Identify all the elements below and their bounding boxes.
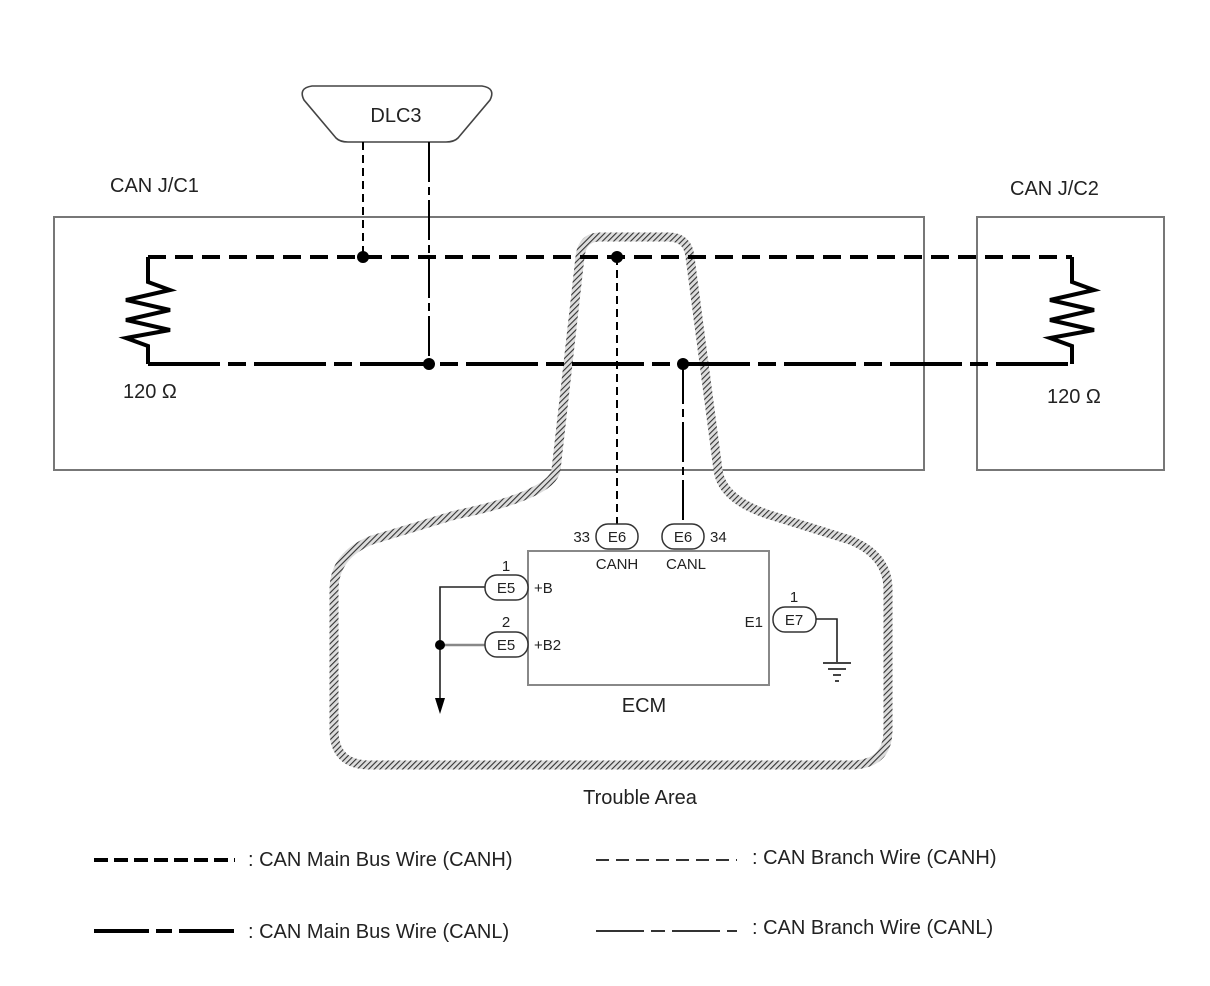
ecm-label: ECM <box>622 695 666 717</box>
connector-e7-ground: E7 1 E1 <box>745 589 817 633</box>
pin-34: 34 <box>710 529 727 546</box>
signal-canl: CANL <box>666 556 706 573</box>
svg-text:E7: E7 <box>785 612 803 629</box>
svg-text:E6: E6 <box>674 529 692 546</box>
ground-icon <box>823 662 851 682</box>
svg-text:: CAN Main Bus Wire (CANH): : CAN Main Bus Wire (CANH) <box>248 849 512 871</box>
legend-item-main-canl: : CAN Main Bus Wire (CANL) <box>94 921 509 943</box>
pin-2: 2 <box>502 614 510 631</box>
signal-b2: +B2 <box>534 637 561 654</box>
connector-e6-canh: E6 33 CANH <box>573 523 639 573</box>
junction-dot <box>435 640 445 650</box>
resistor-jc2 <box>1042 257 1102 364</box>
svg-text:: CAN Branch Wire (CANL): : CAN Branch Wire (CANL) <box>752 917 993 939</box>
pin-33: 33 <box>573 529 590 546</box>
signal-e1: E1 <box>745 614 763 631</box>
svg-text:: CAN Branch Wire (CANH): : CAN Branch Wire (CANH) <box>752 847 996 869</box>
junction-dot <box>423 358 435 370</box>
power-wiring <box>439 586 485 706</box>
svg-text:E5: E5 <box>497 637 515 654</box>
connector-e5-b: E5 1 +B <box>484 558 553 601</box>
junction-dot <box>357 251 369 263</box>
legend-item-branch-canh: : CAN Branch Wire (CANH) <box>596 847 996 869</box>
can-jc1-label: CAN J/C1 <box>110 175 199 197</box>
connector-e5-b2: E5 2 +B2 <box>484 614 561 658</box>
can-jc2-label: CAN J/C2 <box>1010 178 1099 200</box>
resistor-jc1-value: 120 Ω <box>123 381 177 403</box>
svg-text:E6: E6 <box>608 529 626 546</box>
legend-item-main-canh: : CAN Main Bus Wire (CANH) <box>94 849 512 871</box>
junction-dot <box>611 251 623 263</box>
legend: : CAN Main Bus Wire (CANH) : CAN Main Bu… <box>94 847 996 943</box>
trouble-area-label: Trouble Area <box>583 787 698 809</box>
ground-wire <box>816 618 838 662</box>
junction-dot <box>677 358 689 370</box>
trouble-area-outline <box>329 232 893 770</box>
resistor-jc1 <box>118 257 178 364</box>
can-jc1-box <box>53 216 925 471</box>
dlc3-connector: DLC3 <box>301 85 493 143</box>
pin-1: 1 <box>502 558 510 575</box>
dlc3-label: DLC3 <box>370 105 421 127</box>
signal-canh: CANH <box>596 556 639 573</box>
arrow-down-icon <box>435 698 445 714</box>
svg-text:: CAN Main Bus Wire (CANL): : CAN Main Bus Wire (CANL) <box>248 921 509 943</box>
can-jc2-box <box>976 216 1165 471</box>
signal-b: +B <box>534 580 553 597</box>
legend-item-branch-canl: : CAN Branch Wire (CANL) <box>596 917 993 939</box>
resistor-jc2-value: 120 Ω <box>1047 386 1101 408</box>
svg-text:E5: E5 <box>497 580 515 597</box>
pin-1: 1 <box>790 589 798 606</box>
ecm-box <box>527 550 770 686</box>
connector-e6-canl: E6 34 CANL <box>661 523 727 573</box>
